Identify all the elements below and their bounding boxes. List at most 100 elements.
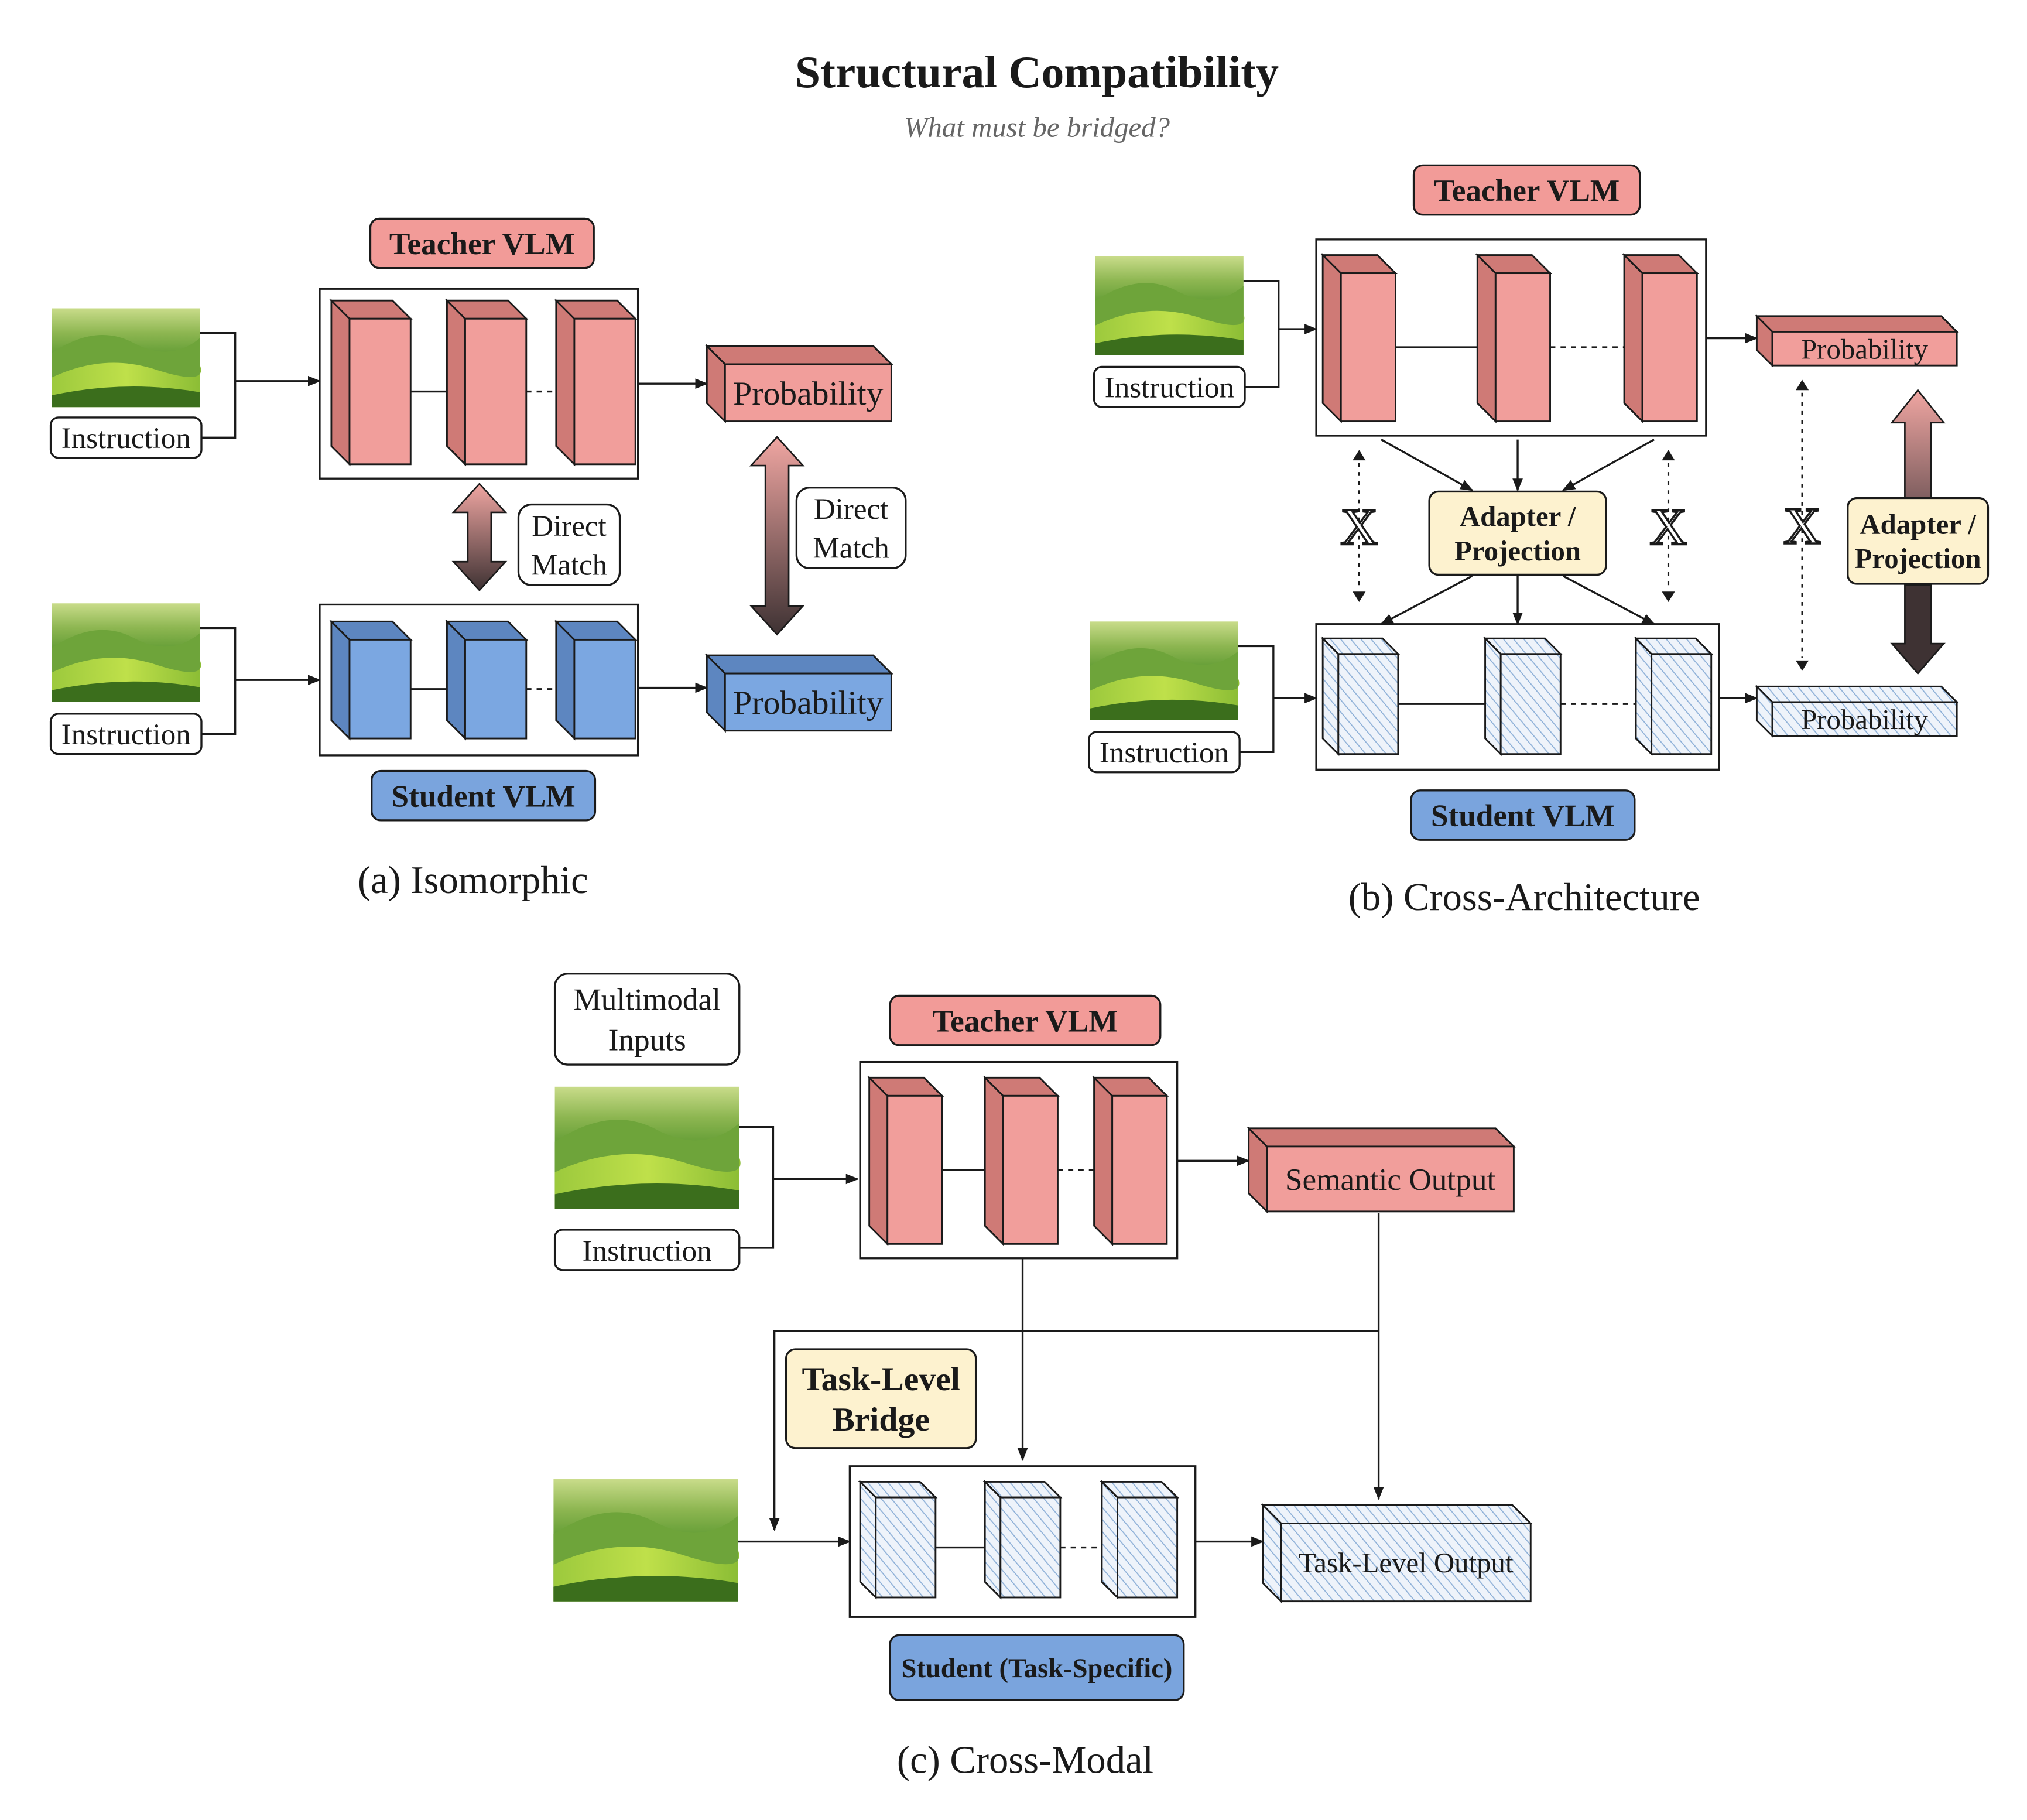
layer-front	[886, 1094, 943, 1245]
semantic-to-student-line	[769, 1330, 1379, 1531]
student-model-b	[1315, 623, 1720, 771]
layer-front	[875, 1496, 937, 1599]
caption-a: (a) Isomorphic	[358, 859, 588, 902]
layer-side	[1635, 636, 1653, 757]
thumbnail-foreground	[52, 681, 200, 702]
teacher-label-a-box	[369, 217, 595, 269]
instruction-box-c	[553, 1229, 741, 1271]
adapter-right-b-text: Projection	[1855, 542, 1981, 574]
output-label: Task-Level Output	[1299, 1547, 1514, 1579]
adapter-right-arrow-b	[1890, 389, 1946, 675]
layer-side	[984, 1479, 1002, 1600]
layer-block	[1092, 1075, 1169, 1246]
output-top	[1247, 1127, 1516, 1148]
layer-side	[984, 1075, 1004, 1246]
landscape-thumbnail	[52, 603, 201, 702]
teacher-output-a: Probability	[704, 344, 893, 424]
output-top	[704, 345, 893, 365]
teacher-label-b-text: Teacher VLM	[1434, 173, 1619, 208]
adapter-in-arrow	[1562, 439, 1655, 491]
student-label-a-box	[371, 769, 597, 822]
teacher-output-b: Probability	[1754, 314, 1959, 368]
student-output-a: Probability	[704, 653, 893, 733]
layer-block	[867, 1075, 944, 1246]
arrow-shape	[451, 483, 508, 592]
output-top	[704, 654, 893, 675]
student-label-b-text: Student VLM	[1431, 799, 1615, 833]
layer-front	[1494, 272, 1551, 423]
output-top	[1754, 685, 1959, 703]
dashed-link-head	[1662, 450, 1675, 461]
layer-side	[1484, 636, 1502, 757]
adapter-right-b-text: Adapter /	[1860, 508, 1977, 540]
student-input-image-c	[553, 1479, 739, 1602]
teacher-label-b-box	[1412, 164, 1641, 216]
student-model-c	[848, 1465, 1197, 1618]
layer-front	[348, 317, 412, 466]
layer-side	[330, 619, 351, 741]
output-front	[1280, 1523, 1532, 1603]
layer-block	[329, 298, 413, 467]
arrow-lower	[1890, 584, 1946, 675]
layer-block	[554, 298, 638, 467]
input-bracket	[1238, 645, 1275, 754]
landscape-thumbnail	[1090, 621, 1240, 720]
adapter-right-b-box	[1847, 497, 1990, 585]
output-top	[1754, 315, 1959, 333]
output-front	[724, 363, 892, 423]
layer-side	[1093, 1075, 1114, 1246]
output-front	[724, 672, 892, 732]
student-label-a-text: Student VLM	[391, 779, 575, 813]
teacher-model-c	[859, 1060, 1179, 1260]
instruction-label: Instruction	[1100, 737, 1229, 769]
layer-block	[982, 1479, 1063, 1600]
landscape-thumbnail	[1095, 256, 1245, 355]
layer-block	[1634, 636, 1714, 757]
layer-block	[444, 298, 529, 467]
dashed-link-head	[1795, 660, 1809, 671]
output-front	[1266, 1145, 1515, 1213]
student-label-c: Student (Task-Specific)	[889, 1634, 1185, 1701]
instruction-label: Instruction	[1105, 372, 1234, 405]
teacher-input-b: Instruction	[1093, 256, 1318, 408]
layer-front	[1002, 1094, 1059, 1245]
layer-block	[1100, 1479, 1180, 1600]
layer-block	[1622, 253, 1699, 424]
layer-front	[348, 638, 412, 740]
layer-side	[868, 1075, 889, 1246]
task-bridge-c-text: Task-Level	[802, 1361, 960, 1398]
layer-front	[1337, 653, 1399, 755]
arrow-shape	[749, 436, 805, 636]
teacher-label-b: Teacher VLM	[1412, 164, 1641, 216]
dashed-link-head	[1353, 591, 1366, 603]
layer-front	[999, 1496, 1062, 1599]
teacher-model-a	[319, 288, 639, 480]
layer-side	[446, 298, 466, 467]
input-bracket	[200, 331, 237, 439]
layer-block	[329, 619, 413, 741]
dashed-link-head	[1795, 379, 1809, 391]
output-label: Probability	[733, 685, 884, 721]
layer-side	[555, 619, 576, 741]
student-input-a: Instruction	[49, 603, 321, 755]
multimodal-inputs-c-text: Inputs	[608, 1023, 686, 1058]
layer-front	[573, 638, 636, 740]
blocked-x-icon: X	[1783, 498, 1821, 555]
layer-side	[555, 298, 576, 467]
teacher-input-a: Instruction	[49, 308, 321, 459]
output-front	[1771, 330, 1958, 367]
output-label: Probability	[733, 375, 884, 412]
adapter-center-b: Adapter /Projection	[1428, 490, 1607, 576]
teacher-label-c-text: Teacher VLM	[932, 1004, 1118, 1038]
instruction-label: Instruction	[61, 719, 191, 751]
layer-front	[464, 317, 528, 466]
student-model-a	[319, 603, 639, 757]
task-bridge-c-text: Bridge	[832, 1401, 930, 1438]
layer-block	[1320, 636, 1401, 757]
input-bracket	[1243, 280, 1280, 388]
layer-front	[1111, 1094, 1168, 1245]
blocked-link-middle-b: X	[1649, 450, 1688, 603]
caption-c: (c) Cross-Modal	[897, 1739, 1153, 1782]
